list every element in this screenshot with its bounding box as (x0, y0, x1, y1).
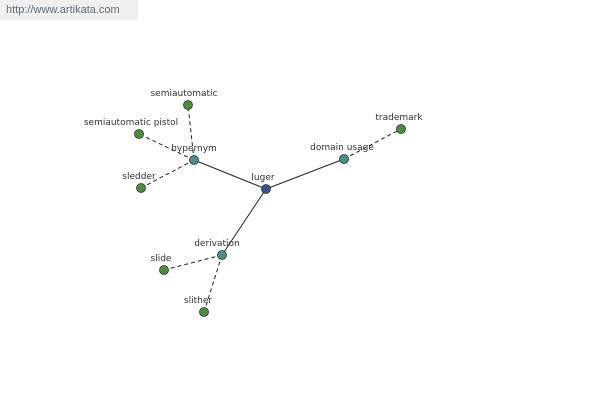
graph-nodes: semiautomatic semiautomatic pistol sledder… (84, 89, 423, 317)
leaf-node-sledder[interactable]: sledder (122, 172, 156, 193)
leaf-node-label: trademark (375, 113, 423, 123)
watermark-url: http://www.artikata.com (6, 4, 120, 16)
edge-domain-usage (265, 158, 345, 190)
leaf-node-dot[interactable] (396, 124, 406, 134)
relation-node-domain-usage[interactable]: domain usage (310, 143, 374, 164)
center-node-dot[interactable] (261, 184, 271, 194)
graph-edges (138, 104, 402, 313)
leaf-node-label: semiautomatic pistol (84, 118, 178, 128)
leaf-node-label: sledder (122, 172, 156, 182)
relation-node-derivation[interactable]: derivation (194, 239, 240, 260)
edge-derivation-slither (203, 254, 223, 313)
leaf-node-label: slide (151, 254, 172, 264)
watermark: http://www.artikata.com (0, 0, 138, 20)
relation-node-label: hypernym (171, 144, 217, 154)
relation-node-hypernym[interactable]: hypernym (171, 144, 217, 165)
edge-domain-usage-trademark (343, 128, 402, 160)
leaf-node-trademark[interactable]: trademark (375, 113, 423, 134)
relation-node-dot[interactable] (217, 250, 227, 260)
relation-node-label: derivation (194, 239, 240, 249)
edge-hypernym-semiautomatic (187, 104, 195, 161)
leaf-node-dot[interactable] (199, 307, 209, 317)
edge-hypernym (193, 159, 267, 190)
relation-node-dot[interactable] (189, 155, 199, 165)
edge-hypernym-sledder (140, 159, 195, 189)
leaf-node-semiautomatic[interactable]: semiautomatic (150, 89, 218, 110)
leaf-node-label: slither (184, 296, 212, 306)
edge-derivation (221, 188, 267, 256)
edge-hypernym-semiautomatic-pistol (138, 133, 195, 161)
edge-derivation-slide (163, 254, 223, 271)
leaf-node-semiautomatic-pistol[interactable]: semiautomatic pistol (84, 118, 178, 139)
leaf-node-slither[interactable]: slither (184, 296, 212, 317)
leaf-node-dot[interactable] (136, 183, 146, 193)
leaf-node-slide[interactable]: slide (151, 254, 172, 275)
center-node-luger[interactable]: luger (251, 173, 275, 194)
center-node-label: luger (251, 173, 274, 183)
leaf-node-dot[interactable] (183, 100, 193, 110)
leaf-node-dot[interactable] (159, 265, 169, 275)
relation-node-label: domain usage (310, 143, 374, 153)
leaf-node-label: semiautomatic (150, 89, 217, 99)
relation-node-dot[interactable] (339, 154, 349, 164)
leaf-node-dot[interactable] (134, 129, 144, 139)
